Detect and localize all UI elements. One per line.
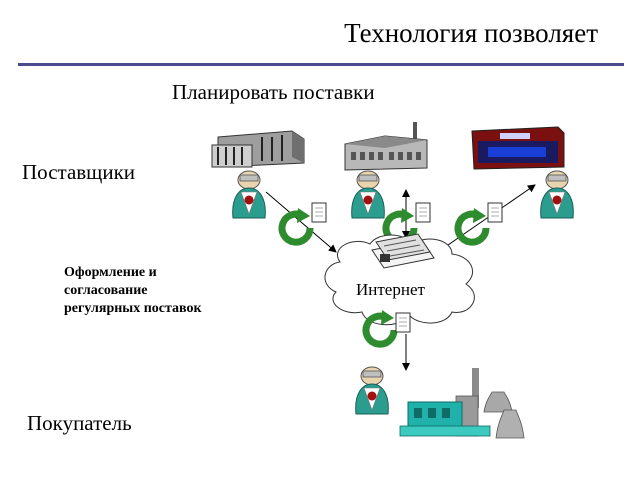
cloud-icon — [324, 234, 475, 326]
document-icon — [487, 202, 503, 223]
factory-icon — [211, 130, 305, 168]
process-note: Оформление и согласование регулярных пос… — [64, 264, 202, 318]
document-icon — [415, 202, 431, 223]
internet-label: Интернет — [356, 280, 425, 299]
flow-arrow — [265, 191, 337, 253]
industrial-building-icon — [344, 122, 428, 171]
person-icon — [351, 170, 385, 219]
power-plant-icon — [399, 368, 525, 439]
cycle-arrow-icon — [458, 208, 486, 242]
process-note-line: согласование — [64, 283, 148, 298]
title-divider — [18, 63, 624, 66]
shop-building-icon — [471, 126, 565, 170]
buyer-label: Покупатель — [27, 411, 132, 435]
person-icon — [540, 170, 574, 219]
person-icon — [355, 366, 389, 415]
slide-subtitle: Планировать поставки — [172, 80, 375, 104]
cycle-arrow-icon — [282, 208, 310, 242]
process-note-line: Оформление и — [64, 265, 157, 280]
process-note-line: регулярных поставок — [64, 301, 202, 316]
document-icon — [311, 202, 327, 223]
document-icon — [395, 312, 411, 333]
slide-title: Технология позволяет — [344, 18, 598, 48]
suppliers-label: Поставщики — [22, 160, 136, 184]
person-icon — [232, 170, 266, 219]
newspaper-icon — [371, 233, 435, 269]
